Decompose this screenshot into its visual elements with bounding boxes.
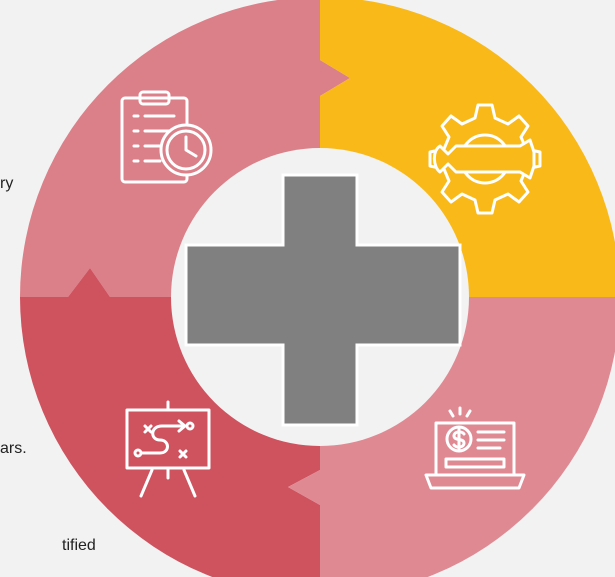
plus-icon xyxy=(184,173,462,427)
text-fragment-top: ry xyxy=(0,175,14,192)
segment-bottom-right xyxy=(288,297,615,577)
gear-wrench-icon xyxy=(428,103,542,215)
strategy-board-icon xyxy=(125,400,211,498)
text-fragment-bottom: tified xyxy=(62,537,96,554)
text-fragment-middle: ars. xyxy=(0,440,27,457)
clipboard-clock-icon xyxy=(120,90,213,184)
laptop-dollar-icon xyxy=(424,406,526,490)
